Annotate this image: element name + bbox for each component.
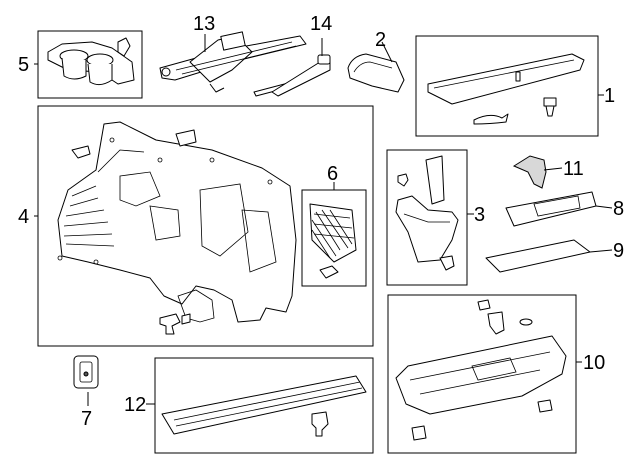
callout-2: 2	[375, 29, 386, 51]
cup-holder-part	[47, 37, 135, 86]
callout-6: 6	[327, 163, 338, 185]
callout-9: 9	[613, 240, 624, 262]
callout-10: 10	[583, 352, 605, 374]
switch-part	[73, 355, 99, 389]
callout-8: 8	[613, 198, 624, 220]
wrench-part	[271, 54, 331, 97]
tray-part	[505, 191, 597, 227]
callout-5: 5	[18, 54, 29, 76]
callout-4: 4	[18, 206, 29, 228]
callout-1: 1	[604, 85, 615, 107]
sill-plate-part	[161, 375, 367, 437]
clip-part	[71, 129, 197, 335]
mat-part	[485, 239, 591, 273]
cover-part	[347, 53, 405, 93]
callout-11: 11	[563, 158, 584, 180]
callout-13: 13	[193, 13, 215, 35]
luggage-box-part	[395, 299, 567, 441]
callout-12: 12	[124, 394, 146, 416]
callout-3: 3	[474, 204, 485, 226]
storage-bin-part	[395, 155, 459, 271]
deck-board-part	[427, 53, 585, 125]
trim-cover-part	[512, 155, 547, 189]
leader-lines	[34, 34, 613, 406]
cargo-net-part	[309, 203, 357, 279]
callout-7: 7	[81, 408, 92, 430]
callout-14: 14	[310, 13, 332, 35]
